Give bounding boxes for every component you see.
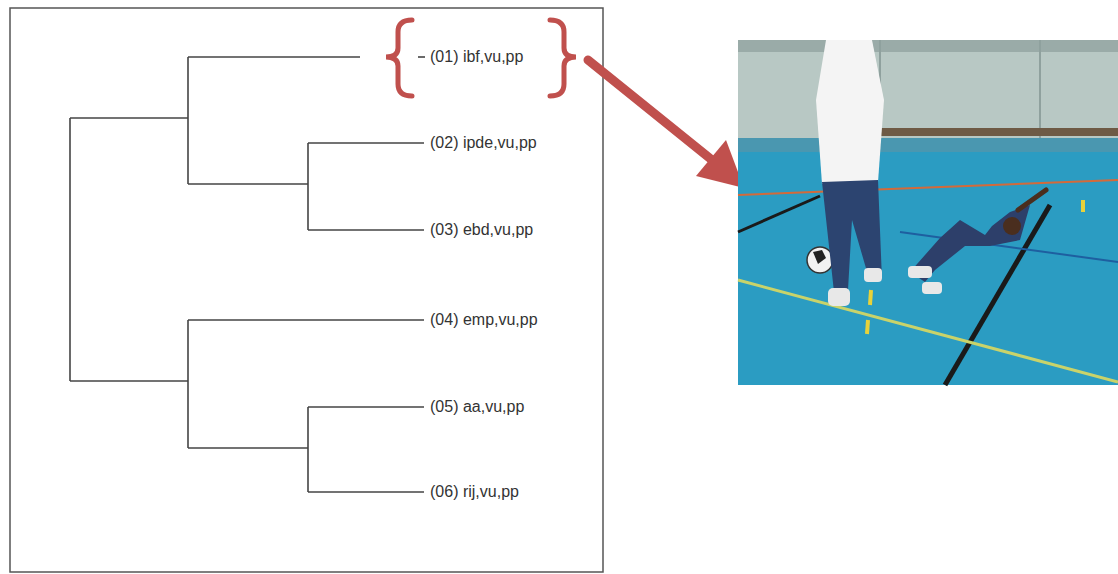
leaf-label: (02) ipde,vu,pp xyxy=(430,133,537,153)
dendrogram xyxy=(70,57,425,492)
leaf-label: (05) aa,vu,pp xyxy=(430,397,524,417)
leaf-label: (03) ebd,vu,pp xyxy=(430,220,533,240)
frame xyxy=(10,8,603,572)
leaf-label: (04) emp,vu,pp xyxy=(430,310,538,330)
callout-arrow xyxy=(588,60,744,188)
brace xyxy=(386,20,576,96)
photo xyxy=(738,40,1118,385)
leaf-label: (01) ibf,vu,pp xyxy=(430,47,523,67)
leaf-label: (06) rij,vu,pp xyxy=(430,482,519,502)
